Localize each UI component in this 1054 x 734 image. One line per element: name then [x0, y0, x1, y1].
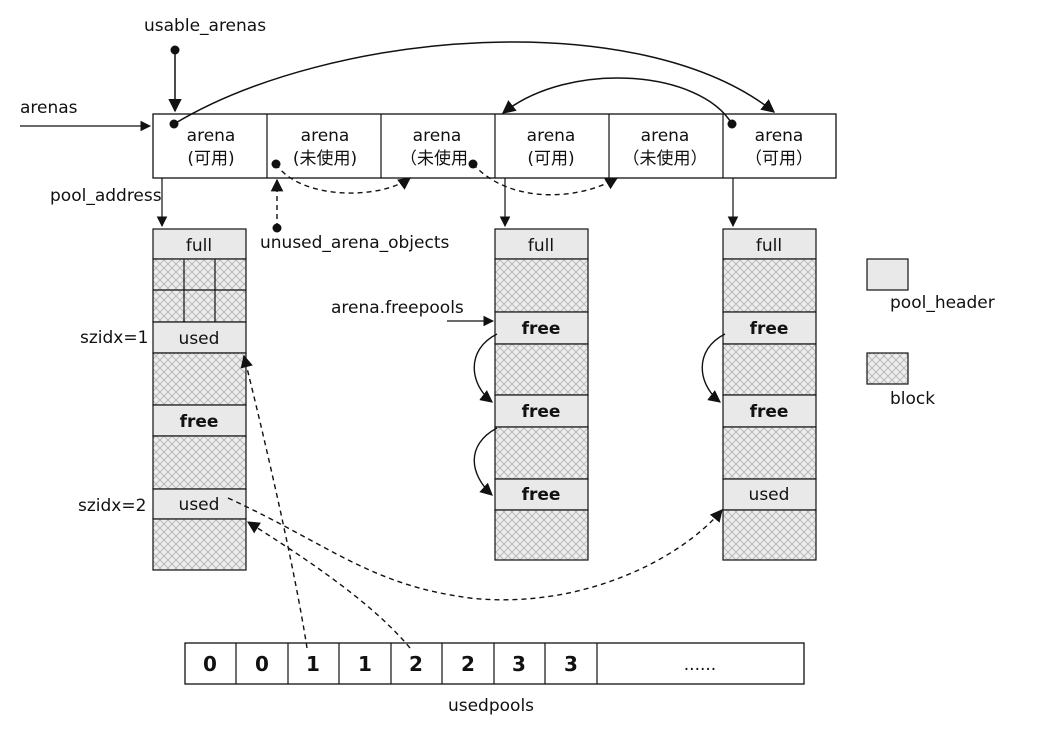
arena-cell-2-name: arena: [301, 126, 350, 146]
legend-pool-header-swatch: [866, 258, 909, 291]
pool-3-free-chain: [701, 333, 726, 403]
legend-block-swatch: [866, 352, 909, 385]
usedpools-cell-4: 1: [358, 652, 372, 676]
usedpools-cell-8: 3: [564, 652, 578, 676]
arena-cell-3-name: arena: [413, 126, 462, 146]
pool-3-used-label: used: [749, 485, 790, 505]
pool-2-free-chain-2: [473, 427, 498, 496]
arena-array: arena (可用) arena (未使用) arena （未使用 arena …: [152, 113, 837, 179]
arena-cell-5-name: arena: [641, 126, 690, 146]
legend-pool-header-label: pool_header: [890, 293, 995, 313]
arena-freepools-label: arena.freepools: [331, 298, 464, 318]
pool-1-full-label: full: [186, 236, 212, 256]
arena-6-to-arena-4-link: [501, 77, 733, 125]
usedpools-cell-6: 2: [461, 652, 475, 676]
pool-address-label: pool_address: [50, 186, 162, 206]
pool-column-1: full used free used: [152, 228, 247, 571]
pool-2-free-label-3: free: [522, 485, 561, 505]
pool-2-free-label-2: free: [522, 402, 561, 422]
arena-cell-6-status: （可用）: [745, 149, 813, 169]
arena-1-to-arena-6-link: [173, 41, 776, 125]
pool-2-free-chain-1: [473, 333, 498, 403]
usedpools-1-to-pool-link: [240, 354, 308, 649]
pool-2-free-label-1: free: [522, 319, 561, 339]
usedpools-cell-5: 2: [409, 652, 423, 676]
unused-arena-objects-label: unused_arena_objects: [260, 233, 450, 253]
pool-column-2: full free free free: [494, 228, 589, 561]
legend-block-label: block: [890, 389, 935, 409]
usedpools-array: 0 0 1 1 2 2 3 3 ......: [184, 642, 805, 685]
usedpools-cell-1: 0: [203, 652, 217, 676]
arenas-label: arenas: [20, 98, 78, 118]
arena-cell-2-status: (未使用): [293, 148, 357, 169]
pool-3-free-label-1: free: [750, 319, 789, 339]
arena-cell-1-status: (可用): [187, 149, 234, 169]
usedpools-2-to-pool-link: [246, 521, 411, 649]
arena-cell-4-status: (可用): [527, 149, 574, 169]
arena-2-to-arena-3-link: [275, 163, 412, 194]
usable-arenas-label: usable_arenas: [144, 16, 266, 36]
pool-1-free-label: free: [180, 412, 219, 432]
usedpools-cell-3: 1: [306, 652, 320, 676]
pool-column-3: full free free used: [722, 228, 817, 561]
arena-cell-5-status: （未使用）: [623, 148, 708, 169]
arena-cell-1-name: arena: [187, 126, 236, 146]
pool-3-full-label: full: [756, 236, 782, 256]
arena-cell-6-name: arena: [755, 126, 804, 146]
usedpools-cell-ellipsis: ......: [684, 655, 716, 675]
used-pool-link-curve: [227, 497, 723, 601]
usedpools-cell-2: 0: [255, 652, 269, 676]
pool-1-used-label-1: used: [179, 329, 220, 349]
pool-3-free-label-2: free: [750, 402, 789, 422]
pool-2-full-label: full: [528, 236, 554, 256]
arena-3-to-arena-5-link: [472, 163, 619, 196]
szidx-2-label: szidx=2: [78, 496, 146, 516]
usedpools-cell-7: 3: [512, 652, 526, 676]
pool-1-used-label-2: used: [179, 495, 220, 515]
usedpools-label: usedpools: [448, 696, 534, 716]
szidx-1-label: szidx=1: [80, 328, 148, 348]
arena-cell-4-name: arena: [527, 126, 576, 146]
arena-cell-3-status: （未使用: [400, 148, 468, 169]
